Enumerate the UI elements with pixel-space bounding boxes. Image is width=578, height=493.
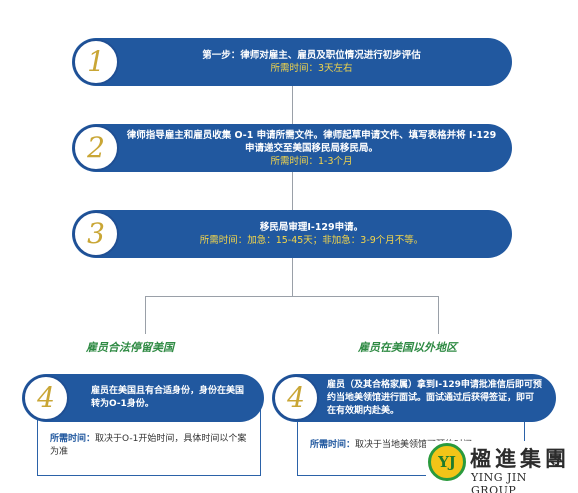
branch-right-content: 雇员（及其合格家属）拿到I-129申请批准信后即可预约当地美领馆进行面试。面试通… bbox=[319, 379, 556, 418]
branch-left-content: 雇员在美国且有合适身份，身份在美国转为O-1身份。 bbox=[69, 385, 264, 411]
step-2: 2 律师指导雇主和雇员收集 O-1 申请所需文件。律师起草申请文件、填写表格并将… bbox=[72, 124, 512, 172]
branch-right-number: 4 bbox=[287, 381, 305, 414]
step-1-number-circle: 1 bbox=[73, 39, 119, 85]
step-3-content: 移民局审理I-129申请。 所需时间：加急：15-45天；非加急：3-9个月不等… bbox=[119, 221, 512, 247]
branch-right-title: 雇员在美国以外地区 bbox=[358, 341, 457, 354]
branch-left-number-circle: 4 bbox=[23, 375, 69, 421]
step-1-time: 所需时间：3天左右 bbox=[270, 63, 353, 74]
step-3-number: 3 bbox=[87, 217, 105, 250]
branch-left-note-label: 所需时间： bbox=[50, 434, 96, 444]
branch-horizontal-line bbox=[145, 296, 439, 297]
branch-right-note-label: 所需时间： bbox=[310, 440, 356, 450]
step-2-content: 律师指导雇主和雇员收集 O-1 申请所需文件。律师起草申请文件、填写表格并将 I… bbox=[119, 129, 512, 168]
branch-left-note-text: 取决于O-1开始时间，具体时间以个案为准 bbox=[50, 434, 247, 457]
branch-right-note-text: 取决于当地美领馆可预约时间 bbox=[355, 440, 473, 450]
connector-2-3 bbox=[292, 172, 293, 210]
step-2-number-circle: 2 bbox=[73, 125, 119, 171]
connector-3-branch bbox=[292, 258, 293, 296]
step-2-time: 所需时间：1-3个月 bbox=[270, 155, 353, 167]
ying-jin-group-logo: YJ 楹進集團 YING JIN GROUP bbox=[426, 441, 576, 493]
step-1-content: 第一步：律师对雇主、雇员及职位情况进行初步评估 所需时间：3天左右 bbox=[119, 49, 512, 75]
branch-left-number: 4 bbox=[37, 381, 55, 414]
logo-emblem-icon: YJ bbox=[428, 443, 466, 481]
branch-right-description: 雇员（及其合格家属）拿到I-129申请批准信后即可预约当地美领馆进行面试。面试通… bbox=[327, 379, 542, 416]
step-1-description: 第一步：律师对雇主、雇员及职位情况进行初步评估 bbox=[202, 50, 421, 61]
branch-right-number-circle: 4 bbox=[273, 375, 319, 421]
branch-right-drop bbox=[438, 296, 439, 334]
logo-emblem-text: YJ bbox=[438, 453, 456, 471]
step-3-description: 移民局审理I-129申请。 bbox=[259, 222, 364, 233]
connector-1-2 bbox=[292, 86, 293, 124]
step-3-time: 所需时间：加急：15-45天；非加急：3-9个月不等。 bbox=[199, 235, 424, 246]
logo-english-name: YING JIN GROUP bbox=[471, 471, 527, 493]
step-3: 3 移民局审理I-129申请。 所需时间：加急：15-45天；非加急：3-9个月… bbox=[72, 210, 512, 258]
step-2-description: 律师指导雇主和雇员收集 O-1 申请所需文件。律师起草申请文件、填写表格并将 I… bbox=[126, 129, 497, 154]
step-3-number-circle: 3 bbox=[73, 211, 119, 257]
step-2-number: 2 bbox=[87, 131, 105, 164]
branch-left-title: 雇员合法停留美国 bbox=[86, 341, 174, 354]
branch-left-step-4: 4 雇员在美国且有合适身份，身份在美国转为O-1身份。 bbox=[22, 374, 264, 422]
step-1: 1 第一步：律师对雇主、雇员及职位情况进行初步评估 所需时间：3天左右 bbox=[72, 38, 512, 86]
step-1-number: 1 bbox=[87, 45, 105, 78]
branch-left-drop bbox=[145, 296, 146, 334]
branch-left-description: 雇员在美国且有合适身份，身份在美国转为O-1身份。 bbox=[91, 386, 245, 409]
branch-right-step-4: 4 雇员（及其合格家属）拿到I-129申请批准信后即可预约当地美领馆进行面试。面… bbox=[272, 374, 556, 422]
logo-chinese-name: 楹進集團 bbox=[470, 446, 570, 471]
